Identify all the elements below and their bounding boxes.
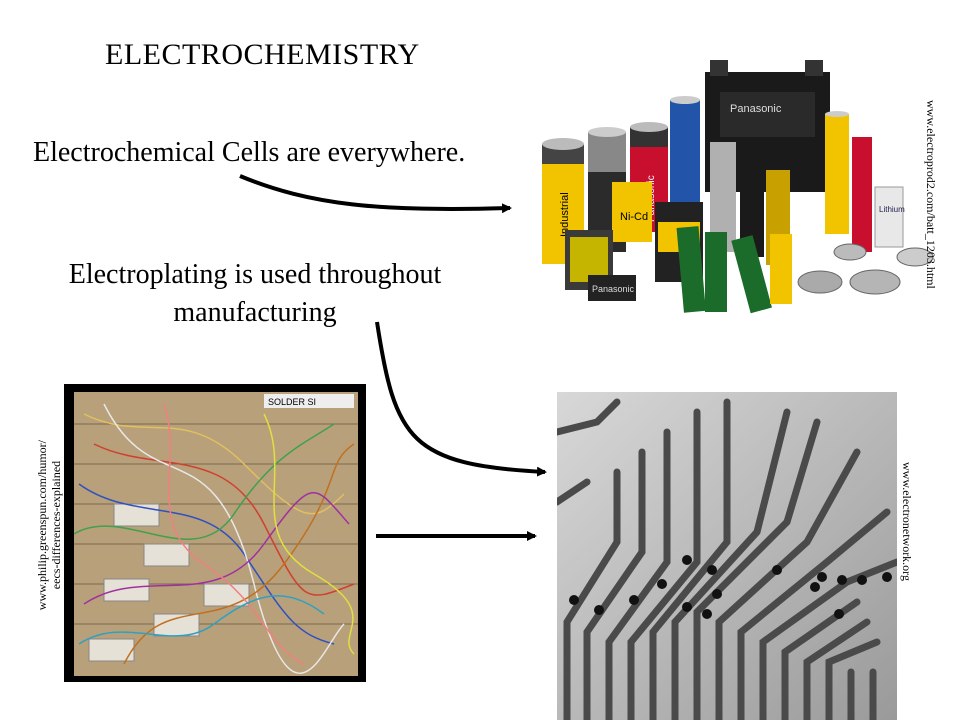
yellow-battery: Industrial [542, 138, 584, 264]
batteries-image: Panasonic Industrial Panasonic Ni-Cd Lit… [542, 60, 934, 314]
svg-text:SOLDER SI: SOLDER SI [268, 397, 316, 407]
arrow-to-batteries [239, 174, 512, 214]
slide-title: ELECTROCHEMISTRY [105, 38, 420, 71]
svg-text:Panasonic: Panasonic [592, 284, 635, 294]
arrow-to-pcb-curved [375, 321, 547, 477]
svg-text:Ni-Cd: Ni-Cd [620, 211, 648, 223]
electroplating-statement: Electroplating is used throughout manufa… [68, 259, 442, 328]
cells-statement: Electrochemical Cells are everywhere. [33, 137, 466, 168]
wire-board-image: SOLDER SI [64, 384, 366, 682]
svg-text:Panasonic: Panasonic [730, 103, 782, 115]
svg-text:Industrial: Industrial [559, 192, 571, 237]
svg-text:Lithium: Lithium [879, 205, 905, 214]
pcb-credit: www.electronetwork.org [900, 462, 914, 581]
batteries-credit: www.electroprod2.com/batt_1203.html [924, 100, 938, 289]
pcb-image [557, 392, 897, 720]
